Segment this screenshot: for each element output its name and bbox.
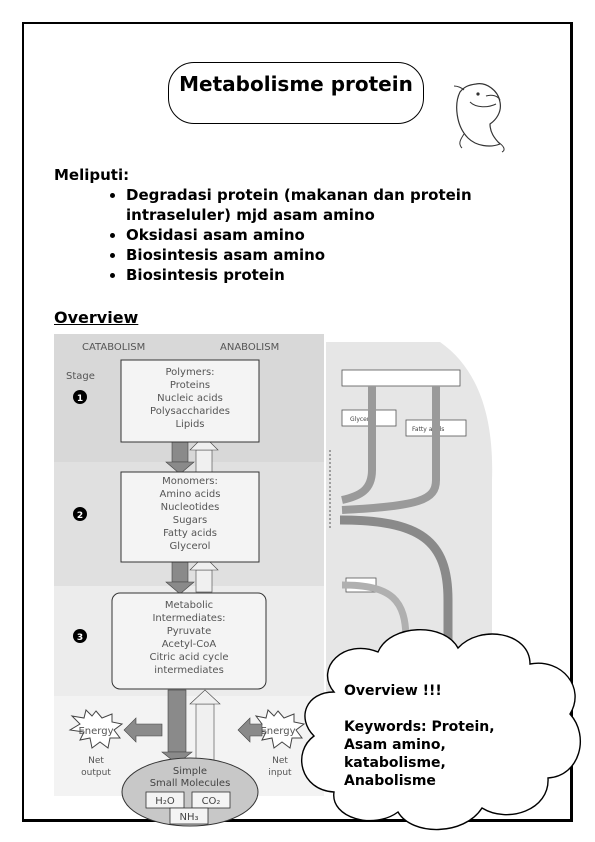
energy-output-label: Energy	[78, 726, 113, 737]
energy-input-label: Energy	[260, 726, 295, 737]
overview-callout-text: Overview !!! Keywords: Protein, Asam ami…	[344, 682, 544, 790]
polymers-line: Lipids	[175, 419, 204, 430]
molecule-box	[169, 807, 209, 825]
catabolism-label: CATABOLISM	[82, 342, 145, 353]
polymers-line: Polymers:	[165, 367, 214, 378]
overview-callout-cloud	[301, 629, 582, 831]
monomers-line: Amino acids	[160, 489, 221, 500]
callout-keyword-line: Keywords: Protein,	[344, 719, 495, 735]
net-input-line: input	[268, 768, 292, 778]
polymers-line: Polysaccharides	[150, 406, 230, 417]
callout-heading: Overview !!!	[344, 683, 442, 699]
pathway-box	[341, 369, 461, 387]
stage-label: Stage	[66, 371, 95, 382]
list-item: Biosintesis protein	[126, 265, 546, 285]
monomers-line: Sugars	[173, 515, 207, 526]
list-item: Biosintesis asam amino	[126, 245, 546, 265]
anabolism-label: ANABOLISM	[220, 342, 279, 353]
polymers-line: Nucleic acids	[157, 393, 223, 404]
intermediates-box	[111, 592, 267, 690]
monomers-line: Glycerol	[170, 541, 211, 552]
arrow-stage2-stage3	[165, 555, 219, 595]
list-item: Oksidasi asam amino	[126, 225, 546, 245]
stage-number: 3	[77, 633, 83, 643]
stage-marker-2	[73, 507, 87, 521]
polymers-line: Proteins	[170, 380, 210, 391]
pathway-arrow	[339, 515, 453, 700]
callout-keyword-line: katabolisme,	[344, 755, 446, 771]
net-output-line: output	[81, 768, 111, 778]
intermediates-line: Citric acid cycle	[149, 652, 228, 663]
monomers-line: Monomers:	[162, 476, 218, 487]
stage-marker-1	[73, 390, 87, 404]
molecule-box	[191, 791, 231, 809]
net-output-line: Net	[88, 756, 104, 766]
monomers-box	[120, 471, 260, 563]
arrow-stage1-stage2	[165, 435, 219, 475]
intermediates-line: Intermediates:	[152, 613, 225, 624]
simple-molecules-line: Small Molecules	[150, 778, 231, 789]
stage-marker-3	[73, 629, 87, 643]
seal-mascot-icon	[453, 83, 505, 153]
overview-heading: Overview	[54, 308, 139, 327]
pathway-arrow	[341, 386, 440, 514]
bullet-list: Degradasi protein (makanan dan protein i…	[106, 185, 546, 285]
energy-input-arrow	[237, 717, 263, 743]
page-title: Metabolisme protein	[179, 72, 413, 96]
molecule-label: H₂O	[155, 796, 175, 807]
callout-keyword-line: Asam amino,	[344, 737, 446, 753]
energy-output-arrow	[123, 717, 163, 743]
stage-number: 1	[77, 394, 83, 404]
molecule-box	[145, 791, 185, 809]
intermediates-line: Acetyl-CoA	[162, 639, 217, 650]
net-input-line: Net	[272, 756, 288, 766]
monomers-line: Nucleotides	[161, 502, 220, 513]
arrow-stage3-simple	[161, 689, 221, 765]
energy-input-burst	[252, 709, 306, 749]
intro-label: Meliputi:	[54, 166, 130, 184]
list-item: Degradasi protein (makanan dan protein i…	[126, 185, 546, 225]
intermediates-line: intermediates	[154, 665, 224, 676]
intermediates-line: Pyruvate	[167, 626, 212, 637]
energy-output-burst	[68, 709, 124, 749]
molecule-label: NH₃	[179, 812, 198, 823]
simple-molecules-ellipse	[121, 757, 259, 827]
polymers-box	[120, 359, 260, 443]
monomers-line: Fatty acids	[163, 528, 217, 539]
intermediates-line: Metabolic	[165, 600, 213, 611]
molecule-label: CO₂	[202, 796, 221, 807]
pathway-label: Fatty acids	[412, 426, 444, 433]
pathway-arrow	[341, 386, 376, 504]
stage-number: 2	[77, 511, 83, 521]
callout-keyword-line: Anabolisme	[344, 773, 436, 789]
title-box	[168, 62, 424, 124]
pathway-label: Glycerol	[350, 416, 375, 423]
page-border	[22, 22, 573, 822]
simple-molecules-line: Simple	[173, 766, 207, 777]
